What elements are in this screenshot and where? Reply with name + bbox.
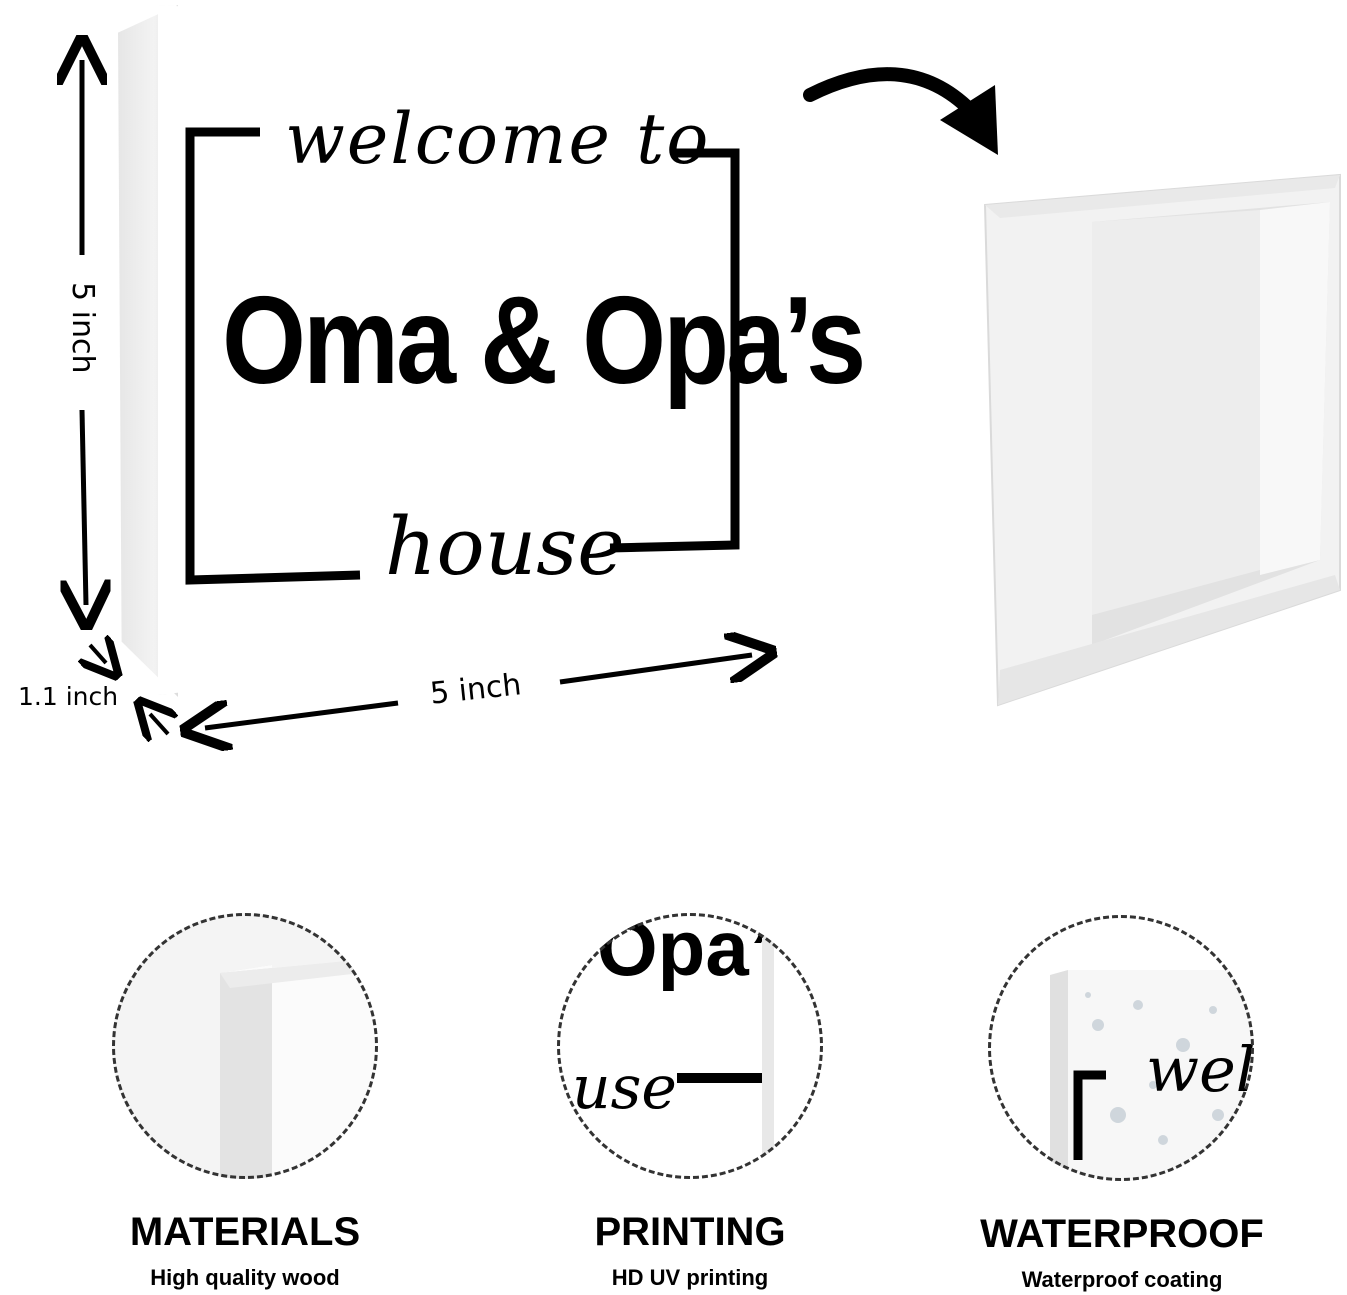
printing-circle-border	[557, 913, 823, 1179]
printing-title: PRINTING	[594, 1210, 786, 1254]
sign-names-text: Oma & Opa’s	[222, 270, 866, 410]
waterproof-subtitle: Waterproof coating	[1021, 1267, 1223, 1292]
materials-title: MATERIALS	[129, 1210, 361, 1254]
height-label: 5 inch	[65, 282, 100, 374]
printing-subtitle: HD UV printing	[611, 1265, 769, 1290]
dimension-arrows	[0, 0, 800, 760]
depth-label: 1.1 inch	[18, 682, 119, 711]
width-arrow-right	[559, 655, 752, 685]
sign-frame-lines	[185, 127, 740, 585]
curved-arrow-icon	[803, 67, 998, 155]
sign-back-view	[983, 173, 1341, 707]
width-arrow-left	[205, 703, 399, 728]
materials-subtitle: High quality wood	[150, 1265, 340, 1290]
sign-house-text: house	[385, 500, 625, 593]
sign-welcome-text: welcome to	[285, 98, 711, 180]
depth-arrow-top	[90, 645, 106, 663]
materials-circle-border	[112, 913, 378, 1179]
waterproof-title: WATERPROOF	[980, 1212, 1264, 1256]
depth-arrow-bottom	[150, 714, 168, 734]
waterproof-circle-border	[988, 915, 1254, 1181]
height-arrow-bottom	[82, 409, 86, 605]
